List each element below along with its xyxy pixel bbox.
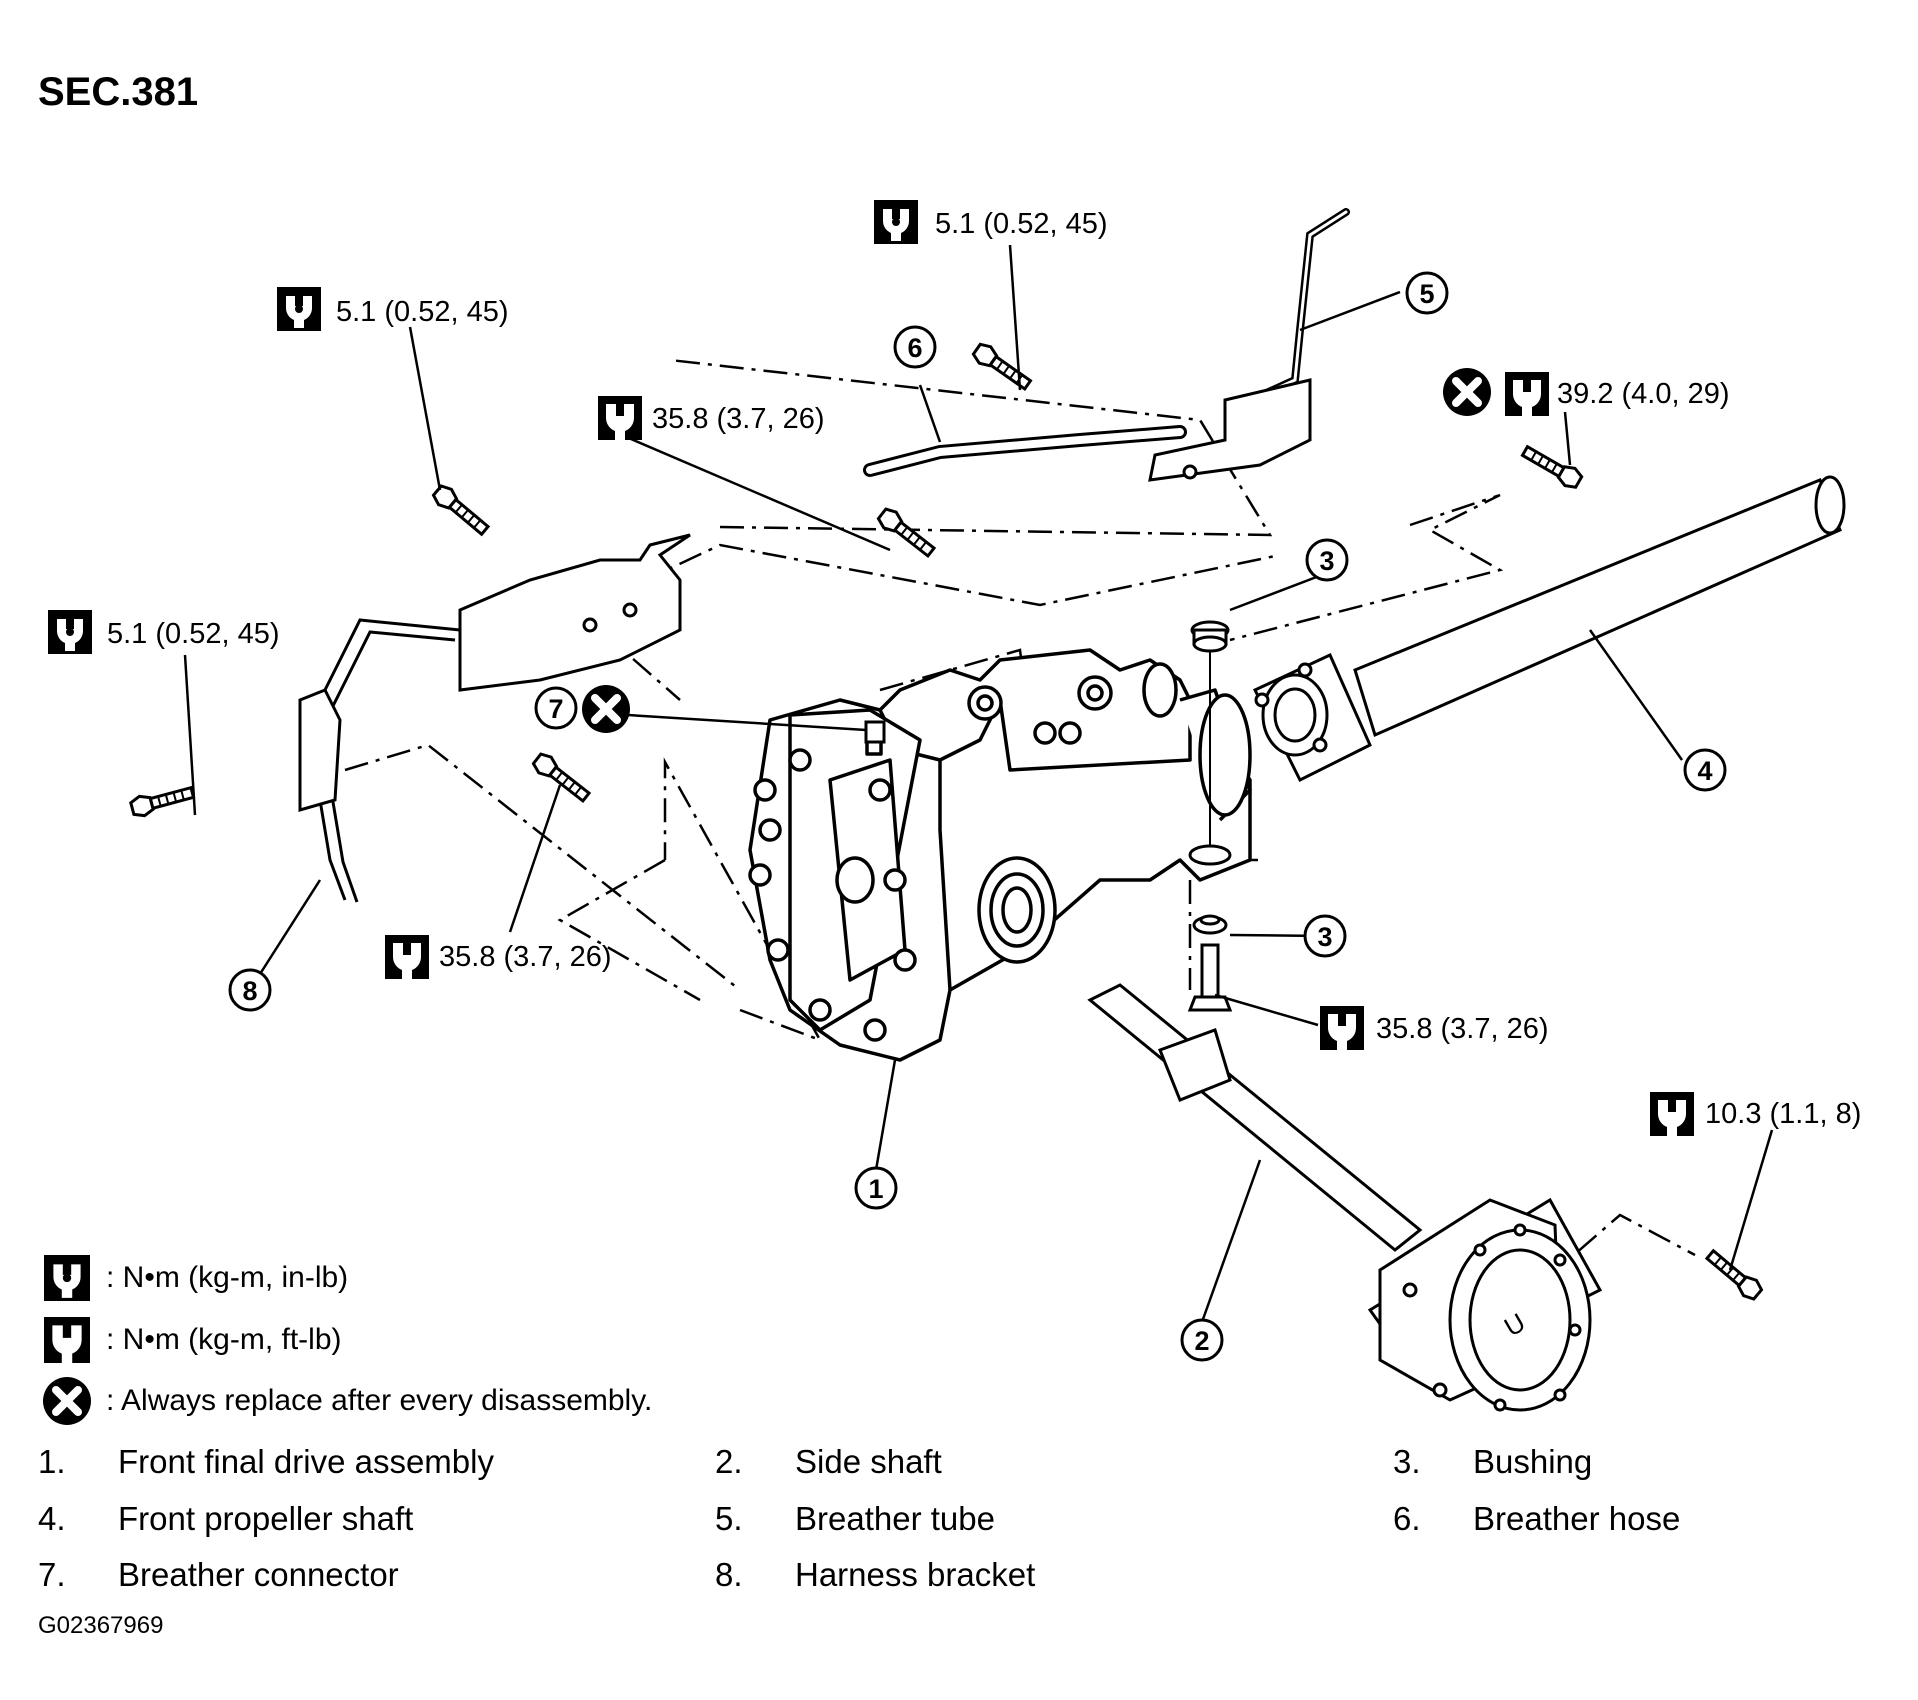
side-shaft: U (1087, 983, 1603, 1412)
breather-connector (864, 720, 886, 744)
parts-list-item: 8.Harness bracket (715, 1556, 1036, 1593)
torque-label: 35.8 (3.7, 26) (1376, 1013, 1549, 1045)
front-propeller-shaft (1252, 475, 1846, 783)
torque-label: 35.8 (3.7, 26) (652, 403, 825, 435)
torque-label: 35.8 (3.7, 26) (439, 941, 612, 973)
torque-ftlb-icon (598, 396, 642, 440)
callout-6: 6 (907, 333, 922, 363)
bushing (1187, 620, 1233, 1012)
torque-ftlb-icon (1650, 1092, 1694, 1136)
legend-text: : N•m (kg-m, ft-lb) (106, 1323, 342, 1356)
torque-label: 5.1 (0.52, 45) (336, 296, 509, 328)
breather-hose (863, 425, 1187, 477)
harness-bracket (458, 533, 691, 692)
bolt (874, 504, 939, 562)
torque-ftlb-icon (42, 1315, 92, 1365)
bolt (1518, 440, 1586, 493)
parts-list-item: 5.Breather tube (715, 1500, 995, 1537)
legend-row-inlb: : N•m (kg-m, in-lb) (42, 1253, 348, 1303)
torque-inlb-icon (277, 287, 321, 331)
parts-list-item: 2.Side shaft (715, 1443, 942, 1480)
replace-icon (42, 1376, 92, 1426)
harness-wire (298, 618, 461, 903)
bolt (969, 339, 1035, 395)
torque-ftlb-icon (1320, 1006, 1364, 1050)
callout-5: 5 (1419, 279, 1434, 309)
legend-text: : Always replace after every disassembly… (106, 1384, 653, 1417)
callout-1: 1 (868, 1174, 883, 1204)
callout-7: 7 (548, 694, 563, 724)
torque-ftlb-icon (385, 935, 429, 979)
callout-3: 3 (1317, 922, 1332, 952)
torque-ftlb-icon (1505, 372, 1549, 416)
torque-inlb-icon (42, 1253, 92, 1303)
torque-label: 39.2 (4.0, 29) (1557, 378, 1730, 410)
front-final-drive-assembly (748, 648, 1252, 1062)
parts-list-item: 4.Front propeller shaft (38, 1500, 414, 1537)
torque-label: 5.1 (0.52, 45) (107, 618, 280, 650)
section-title: SEC.381 (38, 70, 199, 114)
legend-text: : N•m (kg-m, in-lb) (106, 1261, 349, 1294)
parts-list-item: 7.Breather connector (38, 1556, 399, 1593)
bolt (429, 481, 493, 540)
figure-code: G02367969 (38, 1612, 164, 1639)
callout-4: 4 (1697, 756, 1712, 786)
breather-tube (1236, 208, 1350, 409)
legend-row-ftlb: : N•m (kg-m, ft-lb) (42, 1315, 342, 1365)
legend-row-replace: : Always replace after every disassembly… (42, 1376, 652, 1426)
breather-bracket (1148, 378, 1312, 482)
bolt (529, 749, 594, 807)
leader-lines (183, 244, 1774, 1323)
callout-8: 8 (242, 976, 257, 1006)
torque-label: 10.3 (1.1, 8) (1705, 1098, 1861, 1130)
callout-2: 2 (1194, 1326, 1209, 1356)
replace-icon (1443, 368, 1491, 416)
torque-inlb-icon (874, 200, 918, 244)
parts-list-item: 6.Breather hose (1393, 1500, 1681, 1537)
callout-3: 3 (1319, 546, 1334, 576)
bolt (128, 781, 197, 820)
parts-list-item: 3.Bushing (1393, 1443, 1593, 1480)
replace-icon (582, 685, 630, 733)
parts-list-item: 1.Front final drive assembly (38, 1443, 494, 1480)
torque-inlb-icon (48, 610, 92, 654)
torque-label: 5.1 (0.52, 45) (935, 208, 1108, 240)
